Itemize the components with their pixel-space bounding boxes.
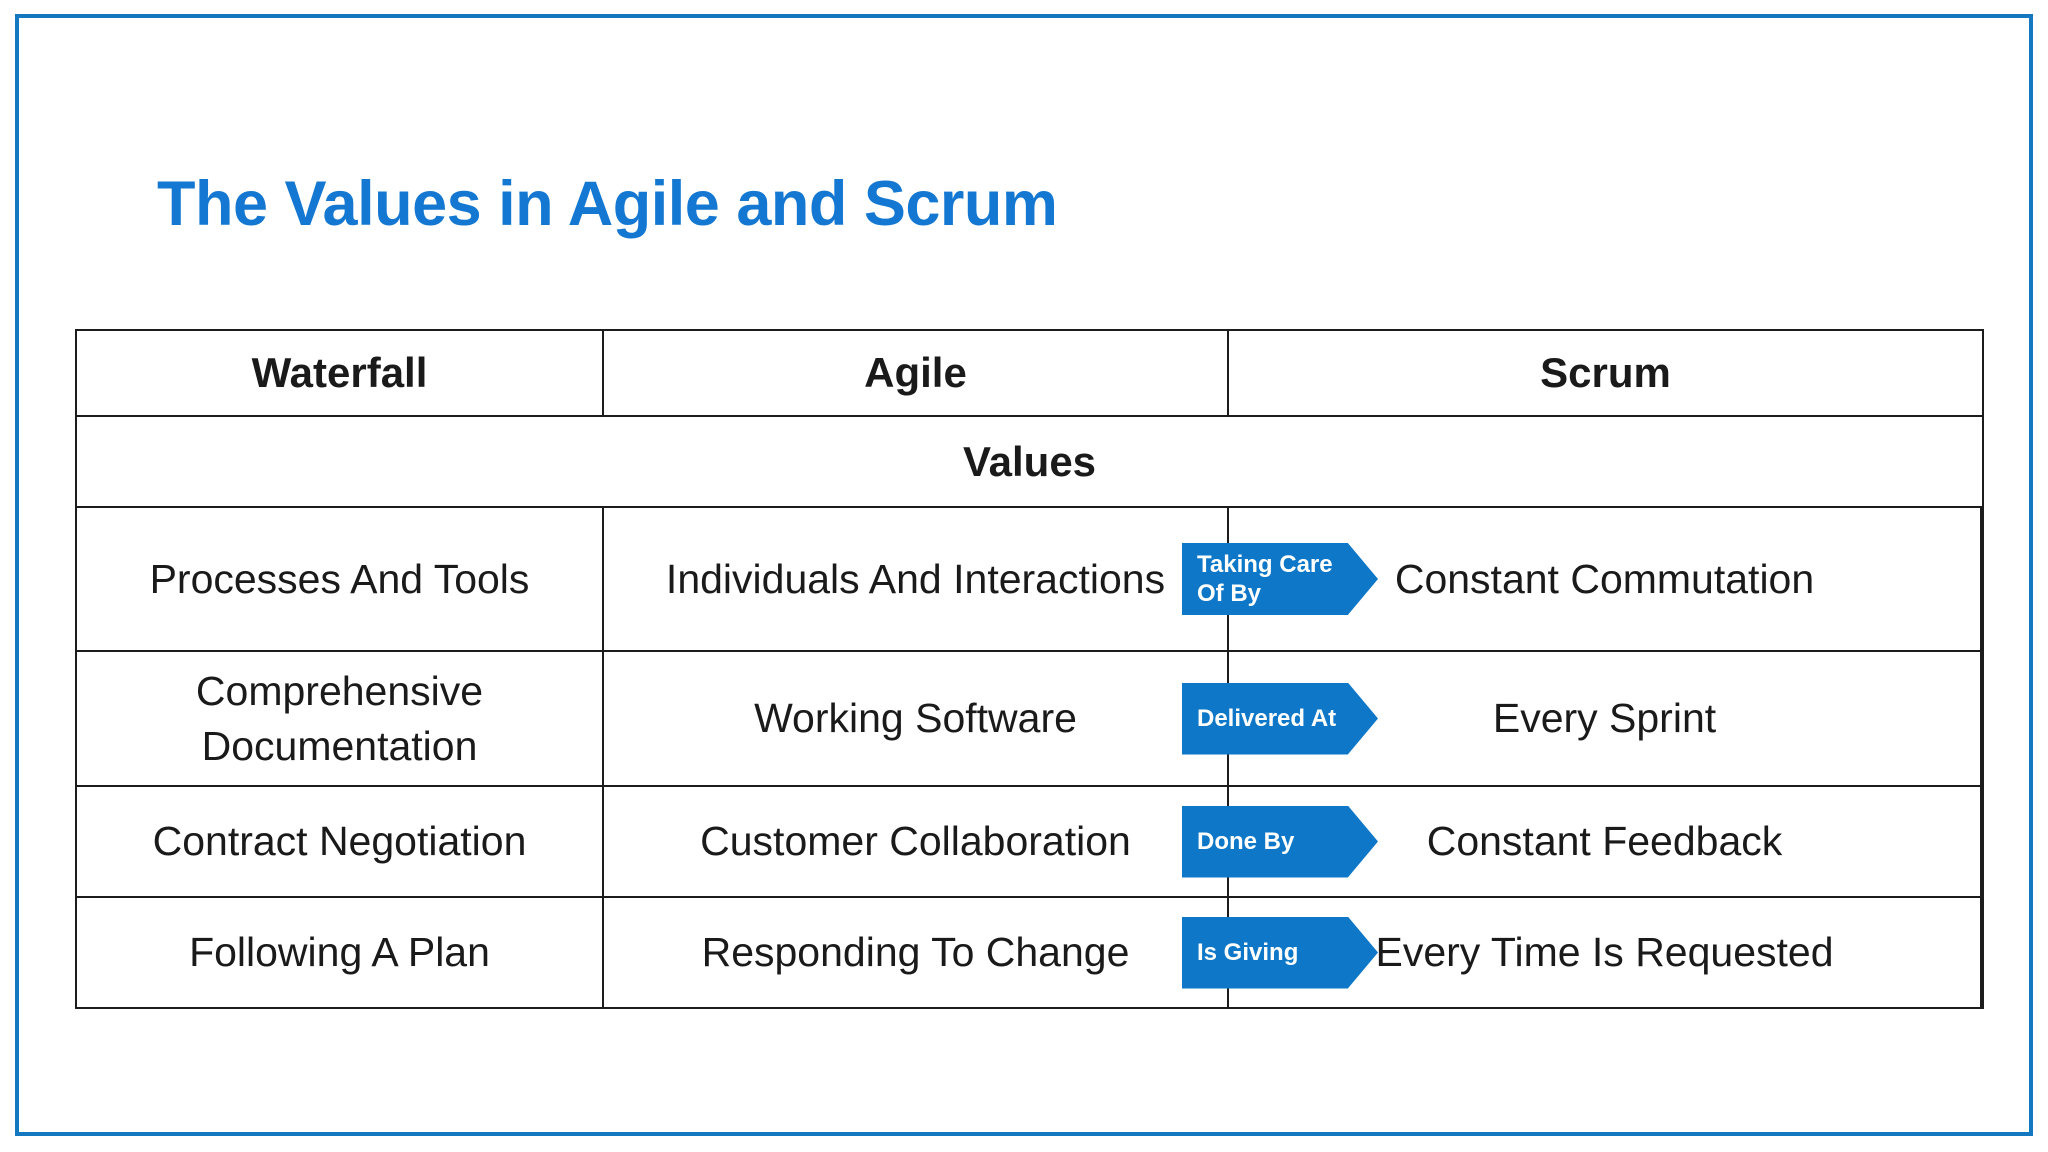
connector-arrow-icon: Taking Care Of By (1182, 543, 1378, 615)
header-agile: Agile (604, 331, 1229, 415)
table-row: Following A Plan Responding To Change Ev… (77, 898, 1982, 1007)
connector-label: Is Giving (1197, 938, 1299, 966)
connector-label: Delivered At (1197, 704, 1337, 732)
header-scrum: Scrum (1540, 349, 1671, 397)
cell-scrum: Constant Feedback (1229, 787, 1982, 896)
cell-agile: Individuals And Interactions (604, 508, 1229, 650)
connector-label: Taking Care Of By (1197, 550, 1333, 607)
cell-waterfall: Following A Plan (77, 898, 604, 1007)
table-row: Processes And Tools Individuals And Inte… (77, 508, 1982, 652)
header-waterfall: Waterfall (77, 331, 604, 415)
cell-scrum: Every Time Is Requested (1229, 898, 1982, 1007)
section-label: Values (962, 437, 1097, 485)
connector-arrow-icon: Is Giving (1182, 916, 1378, 989)
table-header-row: Waterfall Agile Scrum (77, 331, 1982, 417)
cell-waterfall: Processes And Tools (77, 508, 604, 650)
cell-agile: Working Software (604, 652, 1229, 785)
connector-label: Done By (1197, 827, 1295, 855)
page-title: The Values in Agile and Scrum (157, 169, 1058, 240)
cell-scrum: Every Sprint (1229, 652, 1982, 785)
cell-waterfall: Contract Negotiation (77, 787, 604, 896)
comparison-table: Waterfall Agile Scrum Values Processes A… (75, 329, 1984, 1009)
connector-arrow-icon: Delivered At (1182, 682, 1378, 755)
connector-arrow-icon: Done By (1182, 805, 1378, 878)
cell-waterfall: Comprehensive Documentation (77, 652, 604, 785)
cell-scrum: Constant Commutation (1229, 508, 1982, 650)
cell-agile: Customer Collaboration (604, 787, 1229, 896)
section-label-row: Values (77, 417, 1982, 508)
table-row: Contract Negotiation Customer Collaborat… (77, 787, 1982, 898)
table-row: Comprehensive Documentation Working Soft… (77, 652, 1982, 787)
cell-agile: Responding To Change (604, 898, 1229, 1007)
